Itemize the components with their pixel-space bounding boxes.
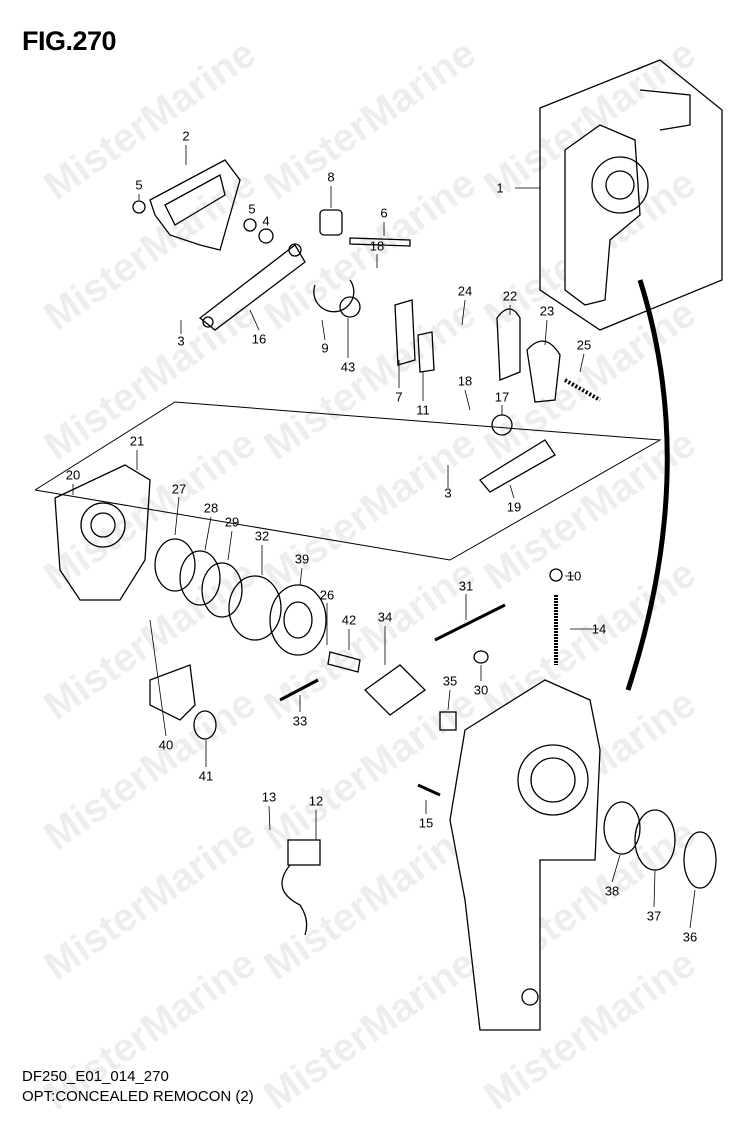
part-label-7: 7: [395, 389, 403, 405]
part-label-30: 30: [473, 682, 489, 698]
part-label-5: 5: [248, 201, 256, 217]
sub-assembly-frame: [34, 401, 662, 561]
part-label-35: 35: [442, 673, 458, 689]
part-label-32: 32: [254, 528, 270, 544]
part-label-34: 34: [377, 609, 393, 625]
diagram-code: DF250_E01_014_270: [22, 1068, 169, 1085]
part-label-3: 3: [444, 485, 452, 501]
part-label-43: 43: [340, 359, 356, 375]
part-label-38: 38: [604, 883, 620, 899]
part-label-11: 11: [416, 402, 430, 418]
part-label-3: 3: [177, 333, 185, 349]
part-label-4: 4: [262, 213, 270, 229]
diagram-description: OPT:CONCEALED REMOCON (2): [22, 1088, 254, 1105]
part-label-26: 26: [319, 587, 335, 603]
part-label-29: 29: [224, 514, 240, 530]
assembly-outline: [539, 59, 723, 331]
connection-arc: [625, 279, 670, 691]
part-label-13: 13: [261, 789, 277, 805]
part-label-20: 20: [65, 467, 81, 483]
part-label-19: 19: [506, 499, 522, 515]
part-label-15: 15: [418, 815, 434, 831]
figure-title: FIG.270: [22, 26, 117, 56]
part-label-39: 39: [294, 551, 310, 567]
main-housing: [449, 679, 601, 1031]
part-label-25: 25: [576, 337, 592, 353]
part-label-37: 37: [646, 908, 662, 924]
part-label-5: 5: [135, 177, 143, 193]
part-label-2: 2: [182, 128, 190, 144]
part-label-18: 18: [457, 373, 473, 389]
part-label-6: 6: [380, 205, 388, 221]
part-label-14: 14: [591, 621, 607, 637]
part-label-24: 24: [457, 283, 473, 299]
part-label-18: 18: [369, 238, 385, 254]
part-label-40: 40: [158, 737, 174, 753]
lever-unit: [564, 124, 641, 306]
part-label-22: 22: [502, 288, 518, 304]
part-label-23: 23: [539, 303, 555, 319]
part-label-28: 28: [203, 500, 219, 516]
part-label-12: 12: [308, 793, 324, 809]
part-label-42: 42: [341, 612, 357, 628]
part-label-1: 1: [496, 180, 504, 196]
part-label-31: 31: [458, 578, 474, 594]
part-label-8: 8: [327, 169, 335, 185]
part-label-36: 36: [682, 929, 698, 945]
part-label-16: 16: [251, 331, 267, 347]
part-label-9: 9: [321, 340, 329, 356]
part-label-21: 21: [129, 433, 145, 449]
part-label-17: 17: [494, 389, 510, 405]
part-label-27: 27: [171, 481, 187, 497]
part-label-33: 33: [292, 713, 308, 729]
part-label-10: 10: [566, 568, 582, 584]
part-label-41: 41: [198, 768, 214, 784]
